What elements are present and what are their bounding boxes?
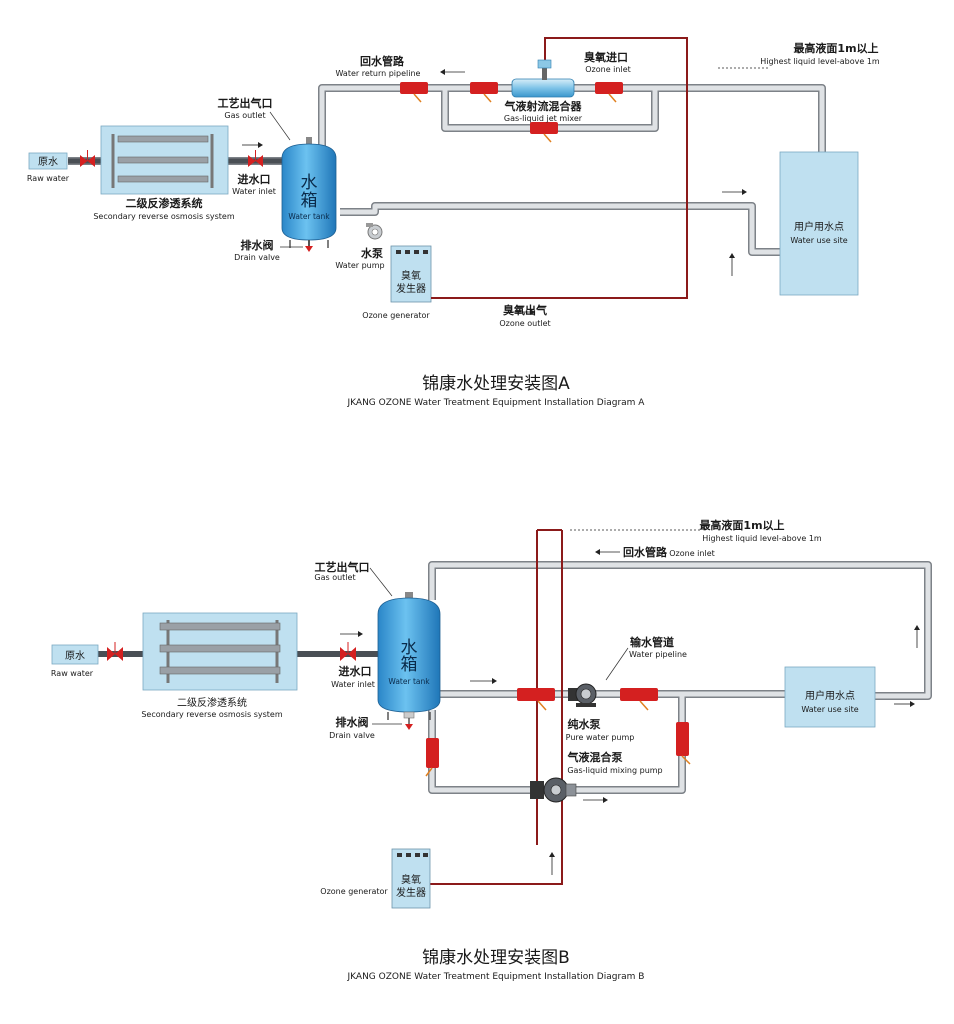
ozone-gen-label-1: 臭氧 — [401, 269, 421, 282]
caption-a: 锦康水处理安装图A — [422, 374, 570, 394]
diagram-b: 原水 Raw water 二级反渗透系统 Secondary reverse o… — [51, 518, 932, 982]
mix-pump-sub: Gas-liquid mixing pump — [567, 766, 662, 775]
use-site-box-a — [779, 151, 859, 296]
use-site-sub-b: Water use site — [801, 705, 858, 714]
tank-char-2-b: 箱 — [401, 655, 418, 675]
gas-outlet-label: 工艺出气口 — [218, 96, 273, 110]
ozone-line-b — [430, 529, 563, 885]
ro-label-b: 二级反渗透系统 — [177, 696, 247, 709]
arrow-head — [358, 631, 363, 637]
use-site-label-b: 用户用水点 — [805, 689, 855, 702]
highest-level-label-b: 最高液面1m以上 — [699, 518, 784, 532]
tank-char-1: 水 — [301, 173, 318, 193]
leader-line — [605, 647, 629, 681]
return-sub-b: Ozone inlet — [669, 549, 715, 558]
water-inlet-sub-b: Water inlet — [331, 680, 375, 689]
jet-mixer-a — [511, 59, 575, 98]
gas-outlet-sub: Gas outlet — [224, 111, 265, 120]
gas-liquid-mixing-pump — [530, 777, 577, 803]
highest-level-sub: Highest liquid level-above 1m — [760, 57, 880, 66]
pipes-b — [87, 561, 932, 794]
drain-label-b: 排水阀 — [336, 715, 369, 729]
ozone-outlet-sub: Ozone outlet — [499, 319, 550, 328]
mixer-label: 气液射流混合器 — [504, 99, 583, 113]
pipeline-label: 输水管道 — [630, 635, 674, 649]
tank-sub-b: Water tank — [388, 677, 430, 686]
ro-system-b — [142, 612, 298, 691]
water-tank-a — [281, 137, 337, 252]
pipeline-sub: Water pipeline — [629, 650, 687, 659]
water-pump-a — [366, 223, 383, 240]
ozone-gen-sub: Ozone generator — [362, 311, 430, 320]
arrow-head — [595, 549, 600, 555]
highest-level-sub-b: Highest liquid level-above 1m — [702, 534, 822, 543]
water-inlet-label: 进水口 — [238, 172, 271, 186]
ozone-gen-label-1-b: 臭氧 — [401, 873, 421, 886]
gas-outlet-label-b: 工艺出气口 — [315, 560, 370, 574]
tank-char-2: 箱 — [301, 191, 318, 211]
water-tank-b — [377, 592, 441, 730]
ro-label: 二级反渗透系统 — [126, 196, 203, 210]
use-site-sub: Water use site — [790, 236, 847, 245]
gas-outlet-sub-b: Gas outlet — [314, 573, 355, 582]
tank-char-1-b: 水 — [401, 638, 418, 658]
caption-b-sub: JKANG OZONE Water Treatment Equipment In… — [347, 972, 645, 982]
flow-arrows-a — [510, 189, 747, 315]
ro-sub-b: Secondary reverse osmosis system — [141, 710, 283, 719]
arrow-head — [549, 852, 555, 857]
ozone-line-a — [431, 37, 688, 299]
ozone-gen-sub-b: Ozone generator — [320, 887, 388, 896]
drain-sub-b: Drain valve — [329, 731, 375, 740]
caption-a-sub: JKANG OZONE Water Treatment Equipment In… — [347, 398, 646, 408]
ro-sub: Secondary reverse osmosis system — [93, 212, 235, 221]
flow-arrows-b — [470, 625, 920, 803]
ozone-gen-label-2: 发生器 — [396, 282, 426, 295]
ozone-inlet-label: 臭氧进口 — [584, 50, 628, 64]
caption-b: 锦康水处理安装图B — [422, 948, 570, 968]
raw-water-box — [28, 152, 68, 170]
diagram-a: 原水 Raw water 二级反渗透系统 Secondary reverse o… — [27, 37, 880, 408]
highest-level-label: 最高液面1m以上 — [793, 41, 878, 55]
ozone-generator-a — [390, 245, 432, 303]
raw-water-sub: Raw water — [27, 174, 70, 183]
valve-raw-a — [80, 150, 95, 167]
drain-label: 排水阀 — [241, 238, 274, 252]
valve-inlet-a — [248, 150, 263, 167]
mix-pump-label: 气液混合泵 — [567, 750, 623, 764]
inline-devices-a — [400, 82, 623, 143]
raw-water-label: 原水 — [38, 156, 58, 168]
mixer-sub: Gas-liquid jet mixer — [504, 114, 583, 123]
raw-water-sub-b: Raw water — [51, 669, 94, 678]
return-label-b: 回水管路 — [623, 545, 668, 559]
return-pipeline-sub: Water return pipeline — [336, 69, 421, 78]
pump-label: 水泵 — [361, 246, 383, 260]
pump-sub: Water pump — [335, 261, 384, 270]
leader-line — [369, 567, 393, 597]
ro-system-a — [100, 125, 229, 195]
ozone-outlet-label: 臭氧出气 — [503, 303, 547, 317]
water-inlet-sub: Water inlet — [232, 187, 276, 196]
pure-water-pump — [568, 683, 597, 707]
arrow-head — [440, 69, 445, 75]
water-inlet-label-b: 进水口 — [339, 664, 372, 678]
pure-pump-label: 纯水泵 — [568, 717, 601, 731]
valve-raw-b — [107, 642, 123, 661]
return-pipeline-label: 回水管路 — [360, 54, 405, 68]
tank-sub: Water tank — [288, 212, 330, 221]
use-site-box-b — [784, 666, 876, 728]
inline-devices-b — [425, 688, 691, 777]
arrow-head — [258, 142, 263, 148]
valve-inlet-b — [340, 642, 356, 661]
ozone-generator-b — [391, 848, 431, 909]
ozone-inlet-sub: Ozone inlet — [585, 65, 631, 74]
leader-line — [269, 111, 291, 141]
raw-water-label-b: 原水 — [65, 650, 85, 662]
pure-pump-sub: Pure water pump — [566, 733, 635, 742]
ozone-gen-label-2-b: 发生器 — [396, 886, 426, 899]
use-site-label: 用户用水点 — [794, 220, 844, 233]
raw-water-box-b — [51, 644, 99, 665]
drain-sub: Drain valve — [234, 253, 280, 262]
